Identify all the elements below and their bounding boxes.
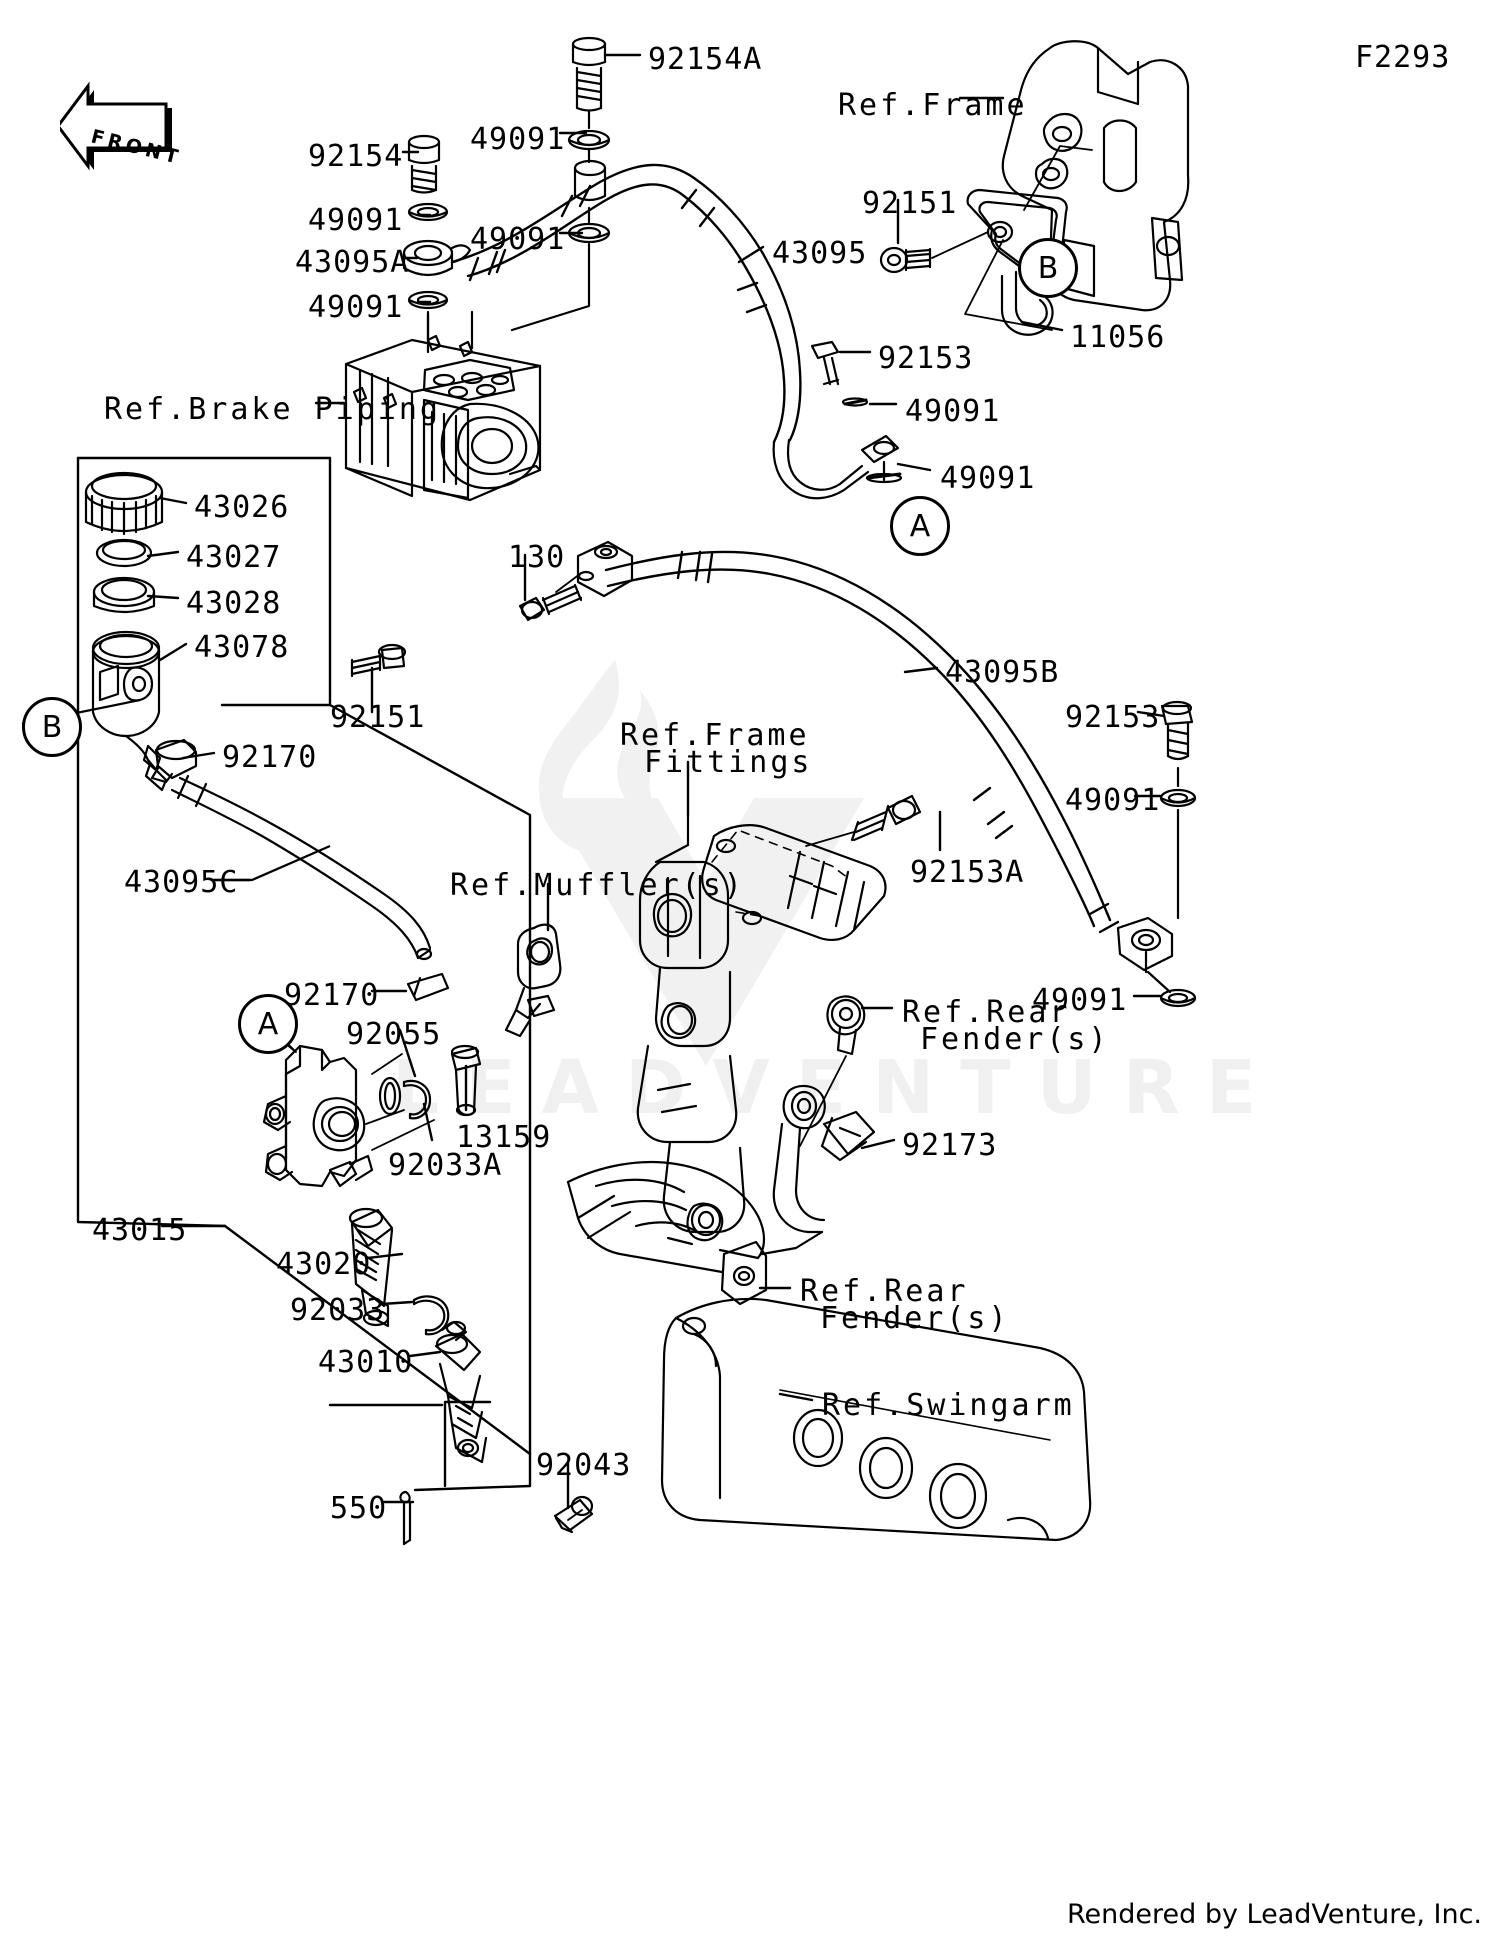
ref-rear-fender-1a[interactable]: Ref.Rear <box>902 995 1071 1030</box>
part-43095c[interactable]: 43095C <box>124 865 239 900</box>
part-43020[interactable]: 43020 <box>276 1247 372 1282</box>
ref-brake-piping[interactable]: Ref.Brake Piping <box>104 392 441 427</box>
part-92173[interactable]: 92173 <box>902 1128 998 1163</box>
part-43026[interactable]: 43026 <box>194 490 290 525</box>
ref-swingarm[interactable]: Ref.Swingarm <box>822 1388 1075 1423</box>
part-92153-mid[interactable]: 92153 <box>878 341 974 376</box>
part-49091-left1[interactable]: 49091 <box>308 203 404 238</box>
part-43028[interactable]: 43028 <box>186 586 282 621</box>
part-92170-lower[interactable]: 92170 <box>284 978 380 1013</box>
ref-frame-fittings-2[interactable]: Fittings <box>644 745 813 780</box>
part-43027[interactable]: 43027 <box>186 540 282 575</box>
part-92055[interactable]: 92055 <box>346 1017 442 1052</box>
ref-rear-fender-2b[interactable]: Fender(s) <box>820 1301 1010 1336</box>
part-130[interactable]: 130 <box>508 540 566 575</box>
part-92043[interactable]: 92043 <box>536 1448 632 1483</box>
part-92033a[interactable]: 92033A <box>388 1148 503 1183</box>
part-43095b[interactable]: 43095B <box>945 655 1060 690</box>
part-13159[interactable]: 13159 <box>456 1120 552 1155</box>
ref-frame-fittings-1[interactable]: Ref.Frame <box>620 718 810 753</box>
part-92153a[interactable]: 92153A <box>910 855 1025 890</box>
part-43095[interactable]: 43095 <box>772 236 868 271</box>
footer-credit: Rendered by LeadVenture, Inc. <box>1066 1899 1482 1930</box>
ref-muffler[interactable]: Ref.Muffler(s) <box>450 868 745 903</box>
part-49091-mid1[interactable]: 49091 <box>905 394 1001 429</box>
part-92153-right[interactable]: 92153 <box>1065 700 1161 735</box>
ref-rear-fender-2a[interactable]: Ref.Rear <box>800 1274 969 1309</box>
part-49091-top2[interactable]: 49091 <box>470 222 566 257</box>
callout-circle-a-lower[interactable]: A <box>238 994 298 1054</box>
ref-frame[interactable]: Ref.Frame <box>838 88 1028 123</box>
part-49091-top1[interactable]: 49091 <box>470 122 566 157</box>
part-43095a[interactable]: 43095A <box>295 245 410 280</box>
part-11056[interactable]: 11056 <box>1070 320 1166 355</box>
callout-circle-b-lower[interactable]: B <box>22 697 82 757</box>
part-43015[interactable]: 43015 <box>92 1213 188 1248</box>
part-43078[interactable]: 43078 <box>194 630 290 665</box>
part-49091-right2[interactable]: 49091 <box>1032 983 1128 1018</box>
part-92033[interactable]: 92033 <box>290 1293 386 1328</box>
part-92154a[interactable]: 92154A <box>648 42 763 77</box>
part-49091-left2[interactable]: 49091 <box>308 290 404 325</box>
part-92151-right[interactable]: 92151 <box>862 186 958 221</box>
callout-circle-a-upper[interactable]: A <box>890 496 950 556</box>
part-92151-mid[interactable]: 92151 <box>330 700 426 735</box>
part-43010[interactable]: 43010 <box>318 1345 414 1380</box>
part-92154[interactable]: 92154 <box>308 139 404 174</box>
part-49091-mid2[interactable]: 49091 <box>940 461 1036 496</box>
ref-rear-fender-1b[interactable]: Fender(s) <box>920 1022 1110 1057</box>
diagram-code: F2293 <box>1355 40 1451 75</box>
part-550[interactable]: 550 <box>330 1491 388 1526</box>
callout-circle-b-upper[interactable]: B <box>1018 238 1078 298</box>
front-direction-arrow: FRONT <box>60 81 180 171</box>
part-49091-right1[interactable]: 49091 <box>1065 783 1161 818</box>
part-92170-upper[interactable]: 92170 <box>222 740 318 775</box>
